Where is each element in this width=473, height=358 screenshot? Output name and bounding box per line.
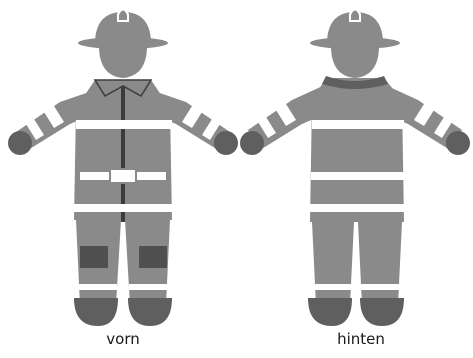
firefighter-back: [240, 8, 470, 326]
caption-front: vorn: [63, 330, 183, 348]
firefighter-front: [8, 8, 238, 326]
knee-pad-left: [80, 246, 108, 268]
head-back: [331, 48, 379, 78]
caption-back: hinten: [301, 330, 421, 348]
trousers-back: [308, 222, 404, 326]
jacket-back: [310, 76, 404, 222]
head-front: [99, 48, 147, 78]
helmet-front: [78, 8, 168, 49]
jacket-front: [74, 80, 172, 222]
trousers-front: [74, 220, 172, 326]
helmet-back: [310, 8, 400, 49]
knee-pad-right: [139, 246, 167, 268]
